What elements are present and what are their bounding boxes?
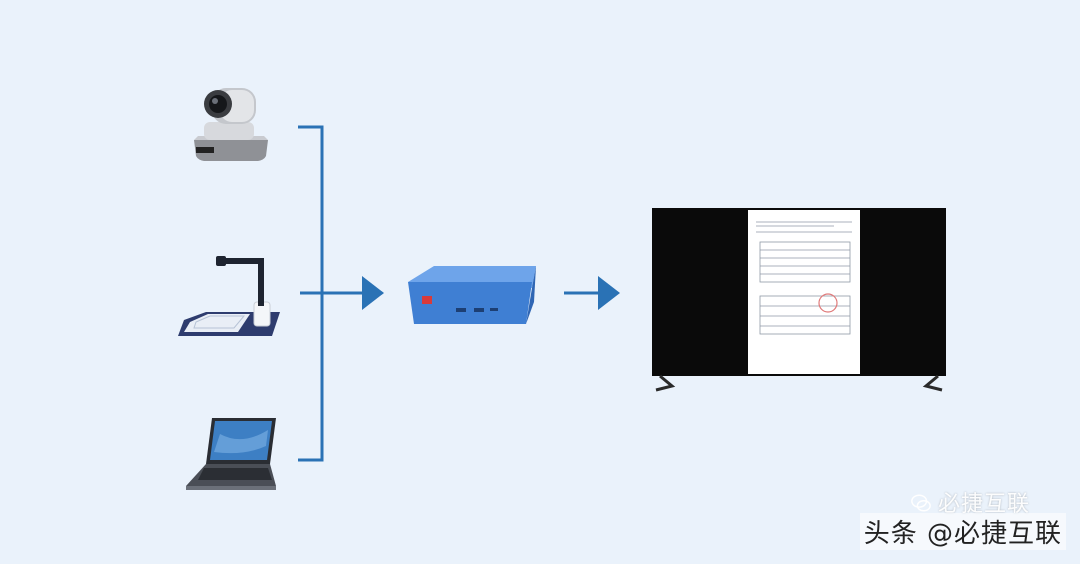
- wechat-name: 必捷互联: [937, 492, 1030, 517]
- laptop-icon: [186, 418, 276, 490]
- display-screen-icon: [652, 208, 946, 392]
- document-camera-icon: [178, 256, 280, 336]
- arrow-head-1: [362, 276, 384, 310]
- arrow-head-2: [598, 276, 620, 310]
- byline: 头条 @必捷互联: [859, 513, 1066, 550]
- wechat-icon: [911, 494, 931, 512]
- watermark: 必捷互联 头条 @必捷互联: [846, 486, 1066, 550]
- ptz-camera-icon: [194, 88, 268, 161]
- box-device-icon: [408, 266, 536, 324]
- wechat-watermark: 必捷互联: [910, 486, 1030, 518]
